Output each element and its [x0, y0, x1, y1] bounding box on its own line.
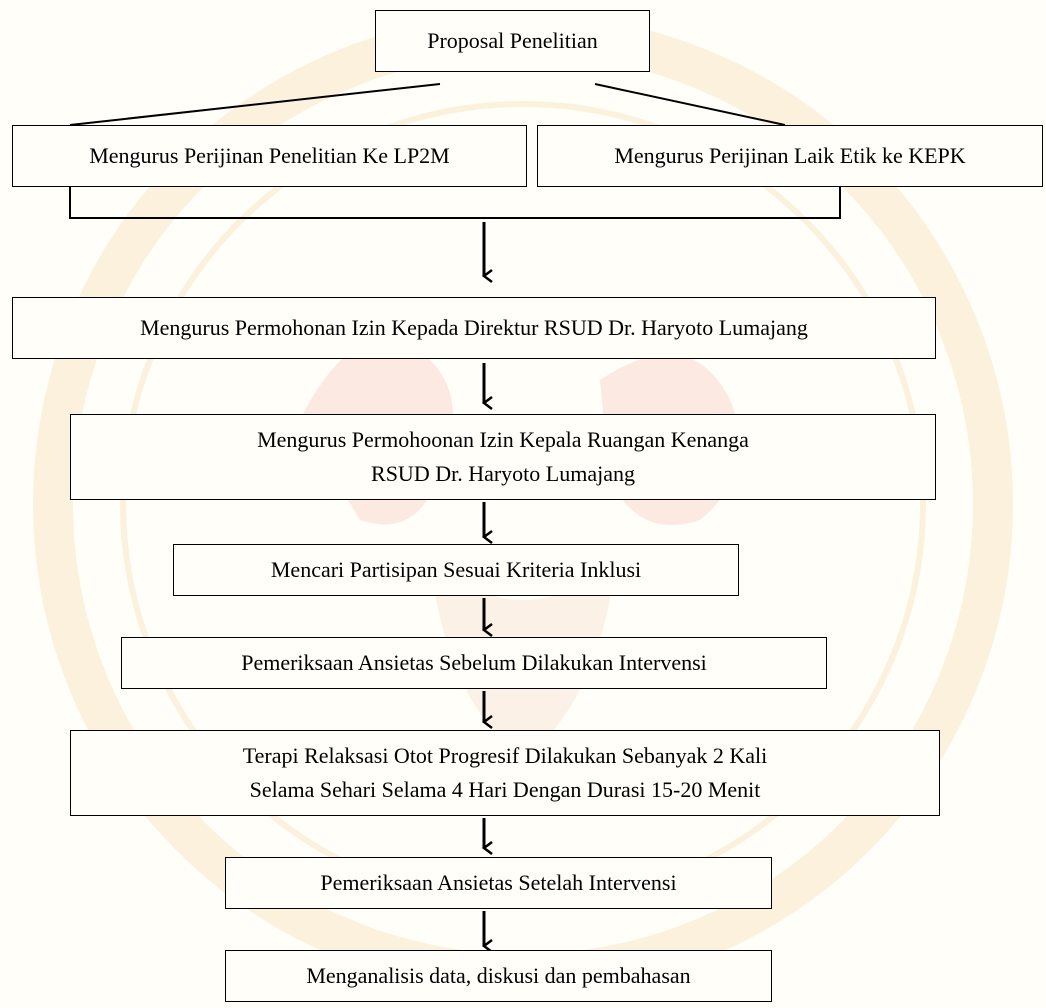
step-terapi-line2: Selama Sehari Selama 4 Hari Dengan Duras…	[249, 777, 761, 802]
step-kepala-ruangan-box: Mengurus Permohoonan Izin Kepala Ruangan…	[70, 414, 936, 500]
step-proposal-text: Proposal Penelitian	[427, 28, 598, 53]
step-post-assessment-text: Pemeriksaan Ansietas Setelah Intervensi	[320, 870, 677, 895]
branch-line-right	[594, 83, 786, 126]
step-direktur-box: Mengurus Permohonan Izin Kepada Direktur…	[12, 297, 936, 359]
step-kepk-box: Mengurus Perijinan Laik Etik ke KEPK	[537, 125, 1043, 187]
step-proposal-box: Proposal Penelitian	[375, 10, 650, 72]
step-pre-assessment-box: Pemeriksaan Ansietas Sebelum Dilakukan I…	[121, 637, 827, 689]
step-terapi-box: Terapi Relaksasi Otot Progresif Dilakuka…	[70, 730, 940, 816]
step-analisis-text: Menganalisis data, diskusi dan pembahasa…	[306, 963, 691, 988]
step-lp2m-box: Mengurus Perijinan Penelitian Ke LP2M	[12, 125, 527, 187]
step-post-assessment-box: Pemeriksaan Ansietas Setelah Intervensi	[225, 857, 772, 909]
branch-line-left	[69, 83, 441, 126]
step-kepk-text: Mengurus Perijinan Laik Etik ke KEPK	[614, 143, 966, 168]
step-kepala-ruangan-line2: RSUD Dr. Haryoto Lumajang	[371, 461, 635, 486]
step-pre-assessment-text: Pemeriksaan Ansietas Sebelum Dilakukan I…	[241, 650, 707, 675]
step-terapi-line1: Terapi Relaksasi Otot Progresif Dilakuka…	[242, 743, 768, 768]
step-kepala-ruangan-line1: Mengurus Permohoonan Izin Kepala Ruangan…	[257, 427, 749, 452]
step-lp2m-text: Mengurus Perijinan Penelitian Ke LP2M	[89, 143, 450, 168]
merge-line	[69, 187, 841, 219]
step-partisipan-text: Mencari Partisipan Sesuai Kriteria Inklu…	[270, 557, 642, 582]
step-analisis-box: Menganalisis data, diskusi dan pembahasa…	[225, 950, 772, 1002]
step-direktur-text: Mengurus Permohonan Izin Kepada Direktur…	[140, 315, 808, 340]
step-partisipan-box: Mencari Partisipan Sesuai Kriteria Inklu…	[173, 544, 739, 596]
